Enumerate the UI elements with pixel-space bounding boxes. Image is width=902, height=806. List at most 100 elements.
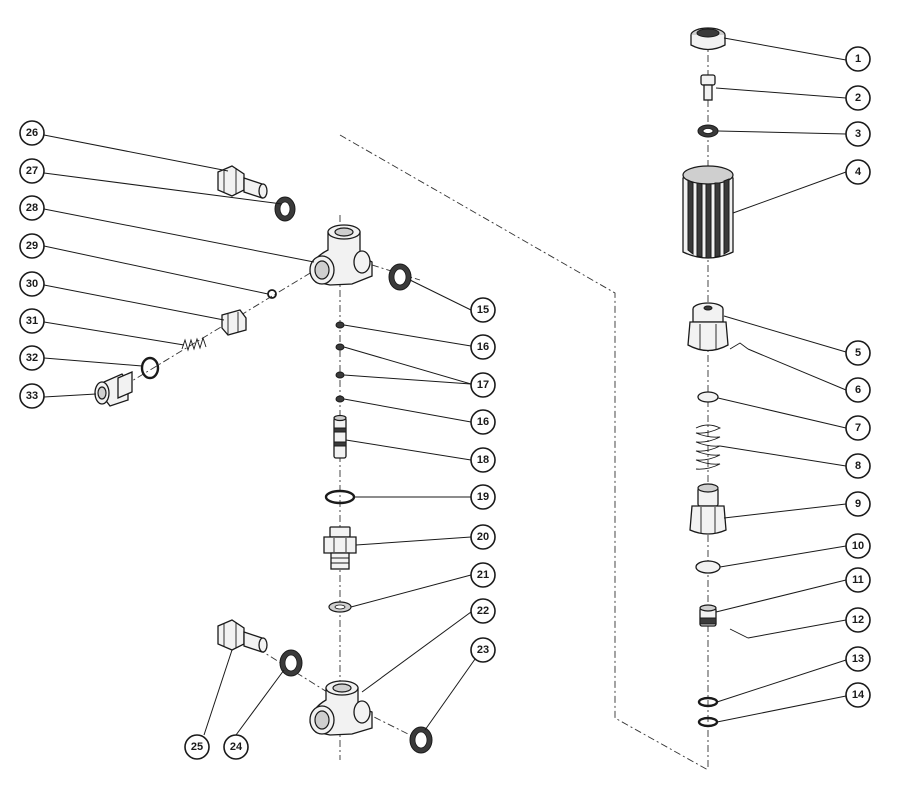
callout-30: 30 bbox=[19, 271, 45, 297]
callout-13: 13 bbox=[845, 646, 871, 672]
svg-text:14: 14 bbox=[852, 689, 865, 701]
callout-9: 9 bbox=[845, 491, 871, 517]
part-20-nipple-fitting bbox=[323, 526, 357, 570]
svg-text:4: 4 bbox=[855, 166, 862, 178]
callout-10: 10 bbox=[845, 533, 871, 559]
callout-6: 6 bbox=[845, 377, 871, 403]
connector-axis bbox=[339, 134, 709, 771]
svg-text:23: 23 bbox=[477, 644, 489, 656]
part-10-disc bbox=[695, 560, 721, 574]
callout-31: 31 bbox=[19, 308, 45, 334]
left-upper-branch-parts bbox=[94, 165, 296, 407]
svg-text:21: 21 bbox=[477, 569, 489, 581]
callout-23: 23 bbox=[470, 637, 496, 663]
svg-text:8: 8 bbox=[855, 460, 861, 472]
svg-text:2: 2 bbox=[855, 92, 861, 104]
callout-16-upper: 16 bbox=[470, 334, 496, 360]
callout-18: 18 bbox=[470, 447, 496, 473]
svg-text:19: 19 bbox=[477, 491, 489, 503]
part-17-o-ring-lower bbox=[335, 371, 345, 379]
callouts: 1 2 3 4 5 6 7 8 9 10 11 12 13 14 15 16 1… bbox=[19, 46, 871, 760]
svg-text:28: 28 bbox=[26, 202, 38, 214]
part-2-pin bbox=[700, 74, 716, 101]
svg-text:10: 10 bbox=[852, 540, 864, 552]
part-3-washer bbox=[697, 124, 719, 138]
svg-text:32: 32 bbox=[26, 352, 38, 364]
svg-text:1: 1 bbox=[855, 53, 861, 65]
callout-27: 27 bbox=[19, 158, 45, 184]
callout-11: 11 bbox=[845, 567, 871, 593]
callout-2: 2 bbox=[845, 85, 871, 111]
part-17-o-ring-upper bbox=[335, 343, 345, 351]
callout-12: 12 bbox=[845, 607, 871, 633]
callout-17: 17 bbox=[470, 372, 496, 398]
svg-text:16: 16 bbox=[477, 341, 489, 353]
part-16-o-ring-lower bbox=[335, 395, 345, 403]
part-15-washer bbox=[388, 263, 412, 291]
part-12-pin bbox=[729, 628, 749, 639]
svg-text:33: 33 bbox=[26, 390, 38, 402]
callout-29: 29 bbox=[19, 233, 45, 259]
callout-33: 33 bbox=[19, 383, 45, 409]
right-stack-parts bbox=[682, 27, 749, 728]
callout-15: 15 bbox=[470, 297, 496, 323]
callout-14: 14 bbox=[845, 682, 871, 708]
svg-text:7: 7 bbox=[855, 422, 861, 434]
svg-text:22: 22 bbox=[477, 605, 489, 617]
leader-lines bbox=[43, 37, 847, 736]
svg-text:5: 5 bbox=[855, 347, 861, 359]
svg-text:25: 25 bbox=[191, 741, 203, 753]
callout-32: 32 bbox=[19, 345, 45, 371]
callout-28: 28 bbox=[19, 195, 45, 221]
callout-21: 21 bbox=[470, 562, 496, 588]
part-24-washer bbox=[279, 649, 303, 677]
part-16-o-ring-upper bbox=[335, 321, 345, 329]
part-32-o-ring bbox=[140, 356, 160, 380]
part-31-spring bbox=[181, 336, 207, 352]
part-33-fitting bbox=[94, 371, 133, 407]
callout-1: 1 bbox=[845, 46, 871, 72]
part-18-stem bbox=[333, 414, 347, 459]
callout-3: 3 bbox=[845, 121, 871, 147]
svg-text:12: 12 bbox=[852, 614, 864, 626]
callout-24: 24 bbox=[223, 734, 249, 760]
callout-22: 22 bbox=[470, 598, 496, 624]
callout-26: 26 bbox=[19, 120, 45, 146]
svg-text:11: 11 bbox=[852, 574, 864, 586]
part-4-knurled-sleeve bbox=[682, 165, 734, 259]
svg-text:27: 27 bbox=[26, 165, 38, 177]
callout-20: 20 bbox=[470, 524, 496, 550]
svg-text:13: 13 bbox=[852, 653, 864, 665]
left-lower-branch-parts bbox=[217, 619, 303, 677]
part-27-washer bbox=[274, 196, 296, 222]
callout-19: 19 bbox=[470, 484, 496, 510]
part-6-clip bbox=[729, 342, 749, 350]
svg-text:31: 31 bbox=[26, 315, 38, 327]
callout-16-lower: 16 bbox=[470, 409, 496, 435]
callout-8: 8 bbox=[845, 453, 871, 479]
svg-text:20: 20 bbox=[477, 531, 489, 543]
part-26-bolt bbox=[217, 165, 268, 199]
part-1-cap bbox=[690, 27, 726, 51]
callout-25: 25 bbox=[184, 734, 210, 760]
svg-text:15: 15 bbox=[477, 304, 489, 316]
svg-text:24: 24 bbox=[230, 741, 243, 753]
svg-text:17: 17 bbox=[477, 379, 489, 391]
callout-4: 4 bbox=[845, 159, 871, 185]
callout-7: 7 bbox=[845, 415, 871, 441]
part-11-sleeve bbox=[699, 604, 717, 627]
assembly-axes bbox=[111, 40, 709, 771]
svg-text:18: 18 bbox=[477, 454, 489, 466]
part-9-seat-fitting bbox=[689, 483, 727, 535]
svg-text:3: 3 bbox=[855, 128, 861, 140]
svg-text:30: 30 bbox=[26, 278, 38, 290]
center-stack-parts bbox=[309, 224, 433, 754]
part-5-valve-body bbox=[687, 302, 729, 352]
part-21-washer bbox=[328, 601, 352, 613]
part-22-lower-tee-body bbox=[309, 680, 373, 736]
part-28-tee-body bbox=[309, 224, 373, 286]
svg-text:29: 29 bbox=[26, 240, 38, 252]
part-25-bolt bbox=[217, 619, 268, 653]
svg-text:26: 26 bbox=[26, 127, 38, 139]
